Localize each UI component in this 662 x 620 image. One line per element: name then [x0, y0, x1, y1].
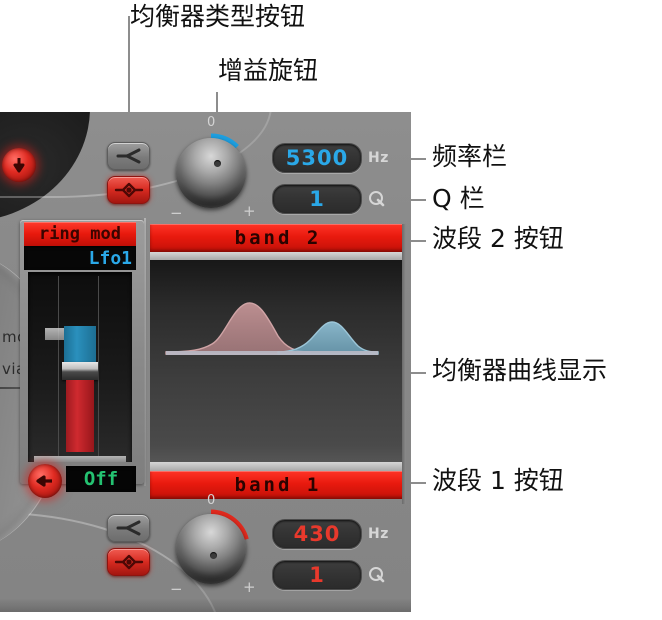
arrow-down-icon [13, 158, 25, 173]
band-2-knob-indicator [214, 160, 221, 167]
arrow-left-icon [36, 475, 52, 487]
band-2-knob-plus-label: + [243, 202, 256, 220]
annotation-label-q-field: Q 栏 [432, 184, 485, 213]
band-2-eq-type-bell-button[interactable] [107, 176, 150, 204]
eq-bell-icon [114, 182, 143, 198]
band-1-q-icon [369, 567, 385, 583]
band-1-eq-type-shelf-button[interactable] [107, 514, 150, 542]
annotation-leader-band-2 [408, 240, 426, 242]
band-2-frequency-field[interactable]: 5300 [272, 143, 362, 173]
mod-disc-label-line2: via [2, 360, 26, 378]
band-1-knob-plus-label: + [243, 578, 256, 596]
annotation-label-frequency-field: 频率栏 [432, 142, 508, 171]
eq-curve-display[interactable] [150, 260, 406, 470]
band-1-knob-cap[interactable] [176, 514, 246, 584]
strip-column-divider [144, 218, 146, 486]
modulation-amount-readout[interactable]: Off [66, 466, 136, 492]
band-2-gain-knob[interactable] [170, 132, 252, 214]
modulation-slider-ghost-marker [45, 328, 65, 340]
band-1-frequency-unit: Hz [368, 526, 389, 542]
band-1-separator [150, 462, 406, 471]
modulation-down-arrow-button[interactable] [2, 148, 36, 182]
band-1-curve [165, 302, 311, 355]
eq-baseline [166, 351, 378, 355]
annotation-leader-eq-curve [408, 372, 426, 374]
eq-shelf-icon [116, 520, 140, 536]
annotation-label-eq-curve-display: 均衡器曲线显示 [432, 356, 608, 385]
modulation-slider-upper-range[interactable] [64, 326, 96, 364]
annotation-label-gain-knob: 增益旋钮 [218, 56, 319, 85]
modulation-back-button[interactable] [28, 464, 62, 498]
band-2-frequency-unit: Hz [368, 150, 389, 166]
modulation-slider-lower-range[interactable] [66, 380, 94, 452]
band-1-frequency-field[interactable]: 430 [272, 519, 362, 549]
eq-bell-icon [114, 554, 143, 570]
eq-shelf-icon [116, 148, 140, 164]
band-2-button[interactable]: band 2 [150, 224, 406, 252]
annotation-leader-gain-knob [216, 92, 218, 130]
band-1-knob-minus-label: − [170, 580, 183, 598]
band-1-eq-type-bell-button[interactable] [107, 548, 150, 576]
band-2-separator [150, 252, 406, 260]
modulation-slider-base [34, 456, 126, 462]
eq-curve-graph [165, 302, 379, 355]
slider-tick-right [98, 276, 99, 458]
band-2-eq-type-shelf-button[interactable] [107, 142, 150, 170]
band-1-gain-knob[interactable] [170, 508, 252, 590]
band-1-knob-zero-label: 0 [207, 493, 216, 508]
band-2-knob-minus-label: − [170, 204, 183, 222]
eq-plugin-panel: mod via 0 − + 5300 Hz 1 band 2 [0, 112, 411, 612]
slider-tick-left [58, 276, 59, 458]
eq-column-right-edge [402, 224, 406, 504]
band-2-q-icon [369, 191, 385, 207]
annotation-label-band-1-button: 波段 1 按钮 [432, 466, 564, 495]
annotation-leader-q [408, 199, 426, 201]
band-2-q-field[interactable]: 1 [272, 184, 362, 214]
annotation-label-band-2-button: 波段 2 按钮 [432, 224, 564, 253]
annotation-leader-band-1 [408, 482, 426, 484]
band-1-button[interactable]: band 1 [150, 471, 406, 499]
annotation-leader-eq-type [128, 16, 130, 140]
lfo-source-readout[interactable]: Lfo1 [24, 246, 136, 270]
modulation-slider-handle[interactable] [62, 362, 98, 380]
band-1-knob-indicator [210, 552, 217, 559]
annotation-leader-frequency [408, 158, 426, 160]
ring-mod-button[interactable]: ring mod [24, 222, 136, 246]
band-2-knob-cap[interactable] [176, 138, 246, 208]
annotation-label-eq-type-button: 均衡器类型按钮 [130, 2, 306, 31]
band-1-q-field[interactable]: 1 [272, 560, 362, 590]
band-2-knob-zero-label: 0 [207, 115, 216, 130]
